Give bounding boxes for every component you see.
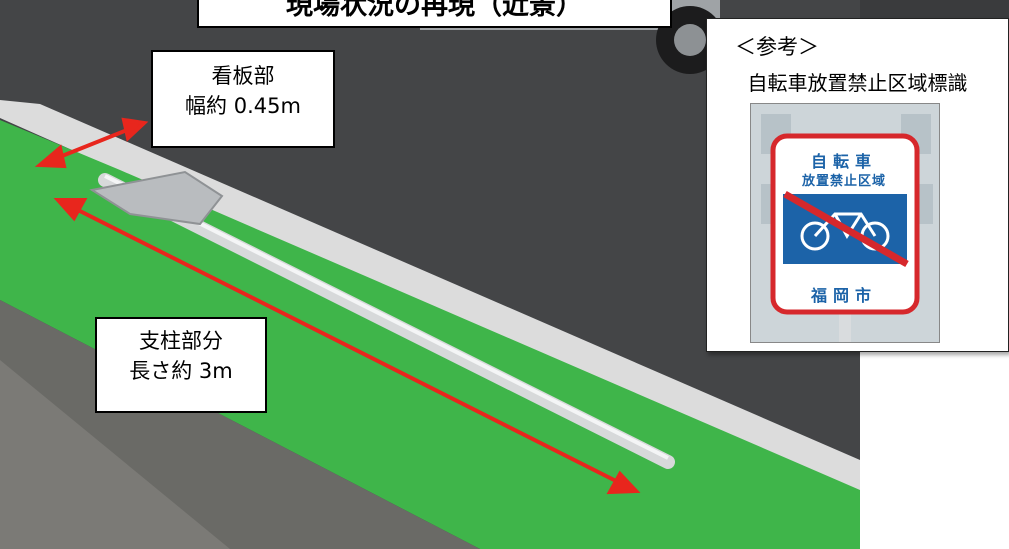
sign-text-bicycle: 自転車 [810, 152, 877, 171]
sign-illustration [751, 104, 939, 342]
signboard-label: 看板部 幅約 0.45m [151, 50, 335, 148]
sign-text-city: 福岡市 [810, 286, 877, 305]
prohibition-slash [783, 190, 909, 268]
sidewalk-tiles [0, 360, 230, 549]
sign-text-zone: 放置禁止区域 [801, 174, 886, 189]
reference-sign-photo: 自転車 放置禁止区域 福岡市 [750, 103, 940, 343]
pole [98, 173, 675, 469]
length-arrow [53, 198, 641, 495]
signboard-label-width: 幅約 0.45m [185, 94, 301, 118]
pole-label: 支柱部分 長さ約 3m [95, 317, 267, 413]
pole-label-name: 支柱部分 [139, 329, 223, 353]
reference-panel: ＜参考＞ 自転車放置禁止区域標識 [706, 18, 1009, 352]
reference-caption: 自転車放置禁止区域標識 [747, 71, 968, 95]
bike-lane [0, 120, 860, 549]
width-arrow [34, 117, 149, 169]
signboard-label-name: 看板部 [211, 64, 275, 88]
page-title: 現場状況の再現（近景） [197, 0, 672, 28]
pole-label-length: 長さ約 3m [129, 359, 233, 383]
blank-margin [860, 352, 1009, 549]
car-hub [674, 24, 706, 56]
reference-heading: ＜参考＞ [735, 35, 819, 59]
signboard-plate [89, 170, 224, 226]
